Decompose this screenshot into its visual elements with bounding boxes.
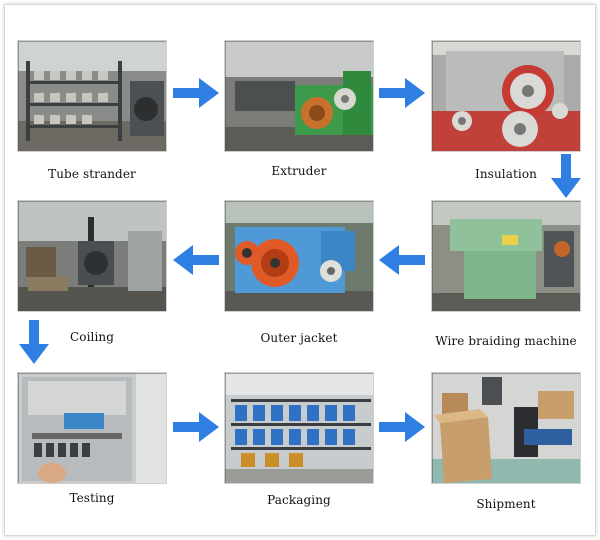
arrow-right-icon xyxy=(173,412,219,442)
step-label: Insulation xyxy=(475,167,537,181)
extruder-photo xyxy=(224,40,374,152)
arrow-right-icon xyxy=(379,412,425,442)
coiling-photo xyxy=(17,200,167,312)
step-label: Packaging xyxy=(267,493,331,507)
testing-photo xyxy=(17,372,167,484)
arrow-left-icon xyxy=(173,245,219,275)
step-label: Extruder xyxy=(271,164,327,178)
outer-jacket-photo xyxy=(224,200,374,312)
step-label: Tube strander xyxy=(48,167,136,181)
tube-strander-photo xyxy=(17,40,167,152)
wire-braiding-photo xyxy=(431,200,581,312)
arrow-down-icon xyxy=(551,154,581,198)
arrow-right-icon xyxy=(379,78,425,108)
step-label: Outer jacket xyxy=(260,331,338,345)
arrow-right-icon xyxy=(173,78,219,108)
insulation-photo xyxy=(431,40,581,152)
packaging-photo xyxy=(224,372,374,484)
step-label: Coiling xyxy=(69,330,115,344)
shipment-photo xyxy=(431,372,581,484)
step-label: Wire braiding machine xyxy=(435,334,577,348)
arrow-left-icon xyxy=(379,245,425,275)
step-label: Shipment xyxy=(476,497,536,511)
arrow-down-icon xyxy=(19,320,49,364)
step-label: Testing xyxy=(69,491,115,505)
